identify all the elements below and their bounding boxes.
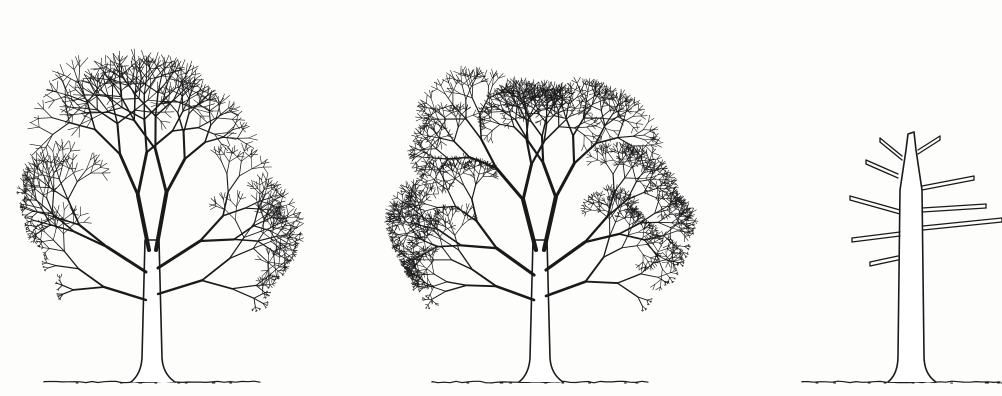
tree-thinned-icon <box>17 49 304 383</box>
tree-original-icon <box>385 66 698 383</box>
arrow-right-icon <box>713 200 766 216</box>
tree-topped-icon <box>802 132 1002 383</box>
branch-stubs <box>850 136 1002 266</box>
arrow-left-icon <box>327 188 377 204</box>
